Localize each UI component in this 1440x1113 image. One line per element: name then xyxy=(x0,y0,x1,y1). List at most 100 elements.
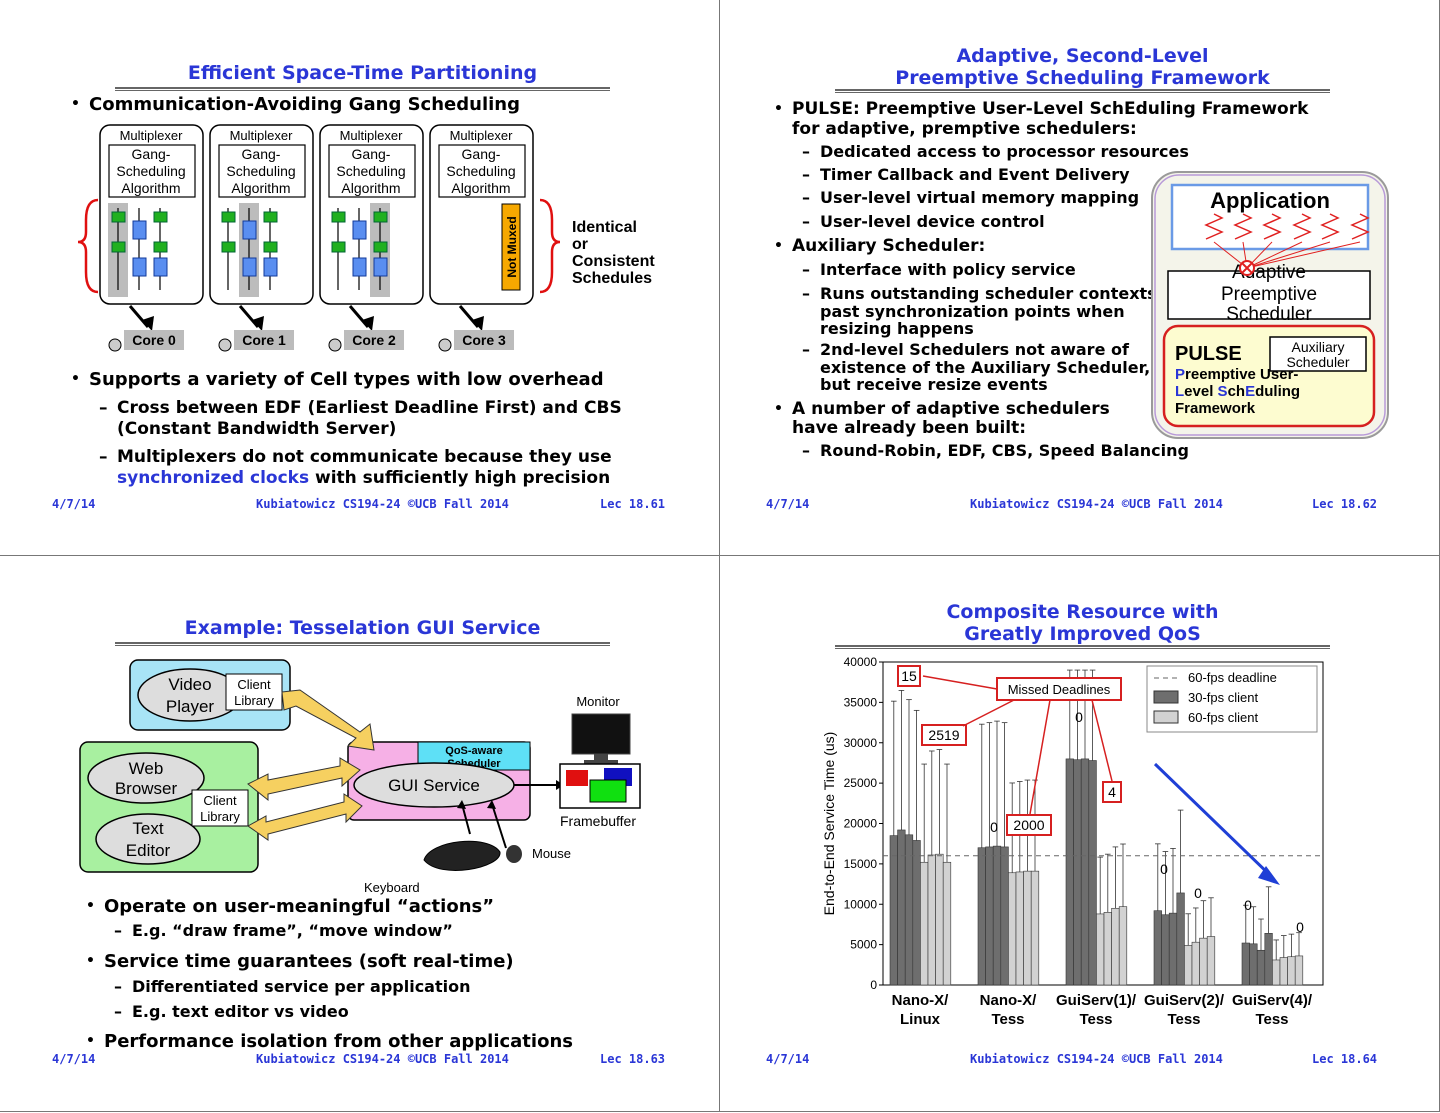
thread-squiggle xyxy=(1233,213,1253,240)
client-lib-label-2: Library xyxy=(234,693,274,708)
client-library-box xyxy=(225,673,283,711)
title-rule xyxy=(115,642,610,646)
window-red xyxy=(566,770,588,786)
window-green xyxy=(589,779,627,803)
bar-30fps xyxy=(1168,912,1178,986)
keyboard-line xyxy=(461,803,471,835)
footer-date: 4/7/14 xyxy=(766,1052,810,1066)
title-rule xyxy=(835,89,1330,93)
legend-label: 60-fps deadline xyxy=(1188,670,1277,685)
y-tick-label: 0 xyxy=(870,978,877,992)
schedule-label: Schedules xyxy=(572,270,652,287)
task-green xyxy=(373,241,388,253)
framebuffer-label: Framebuffer xyxy=(560,813,636,829)
sub-bullet-cont: resizing happens xyxy=(820,319,974,338)
x-category-label: GuiServ(1)/ xyxy=(1056,992,1137,1009)
bar-60fps xyxy=(927,854,936,986)
merge-x-icon-cross xyxy=(1241,262,1253,274)
annot-value: 0 xyxy=(990,819,998,835)
x-category-label: Tess xyxy=(991,1011,1024,1028)
task-green xyxy=(111,211,126,223)
core-label: Core 2 xyxy=(352,332,396,348)
annot-value: 2519 xyxy=(928,727,959,743)
title-rule xyxy=(835,645,1330,649)
core-box xyxy=(454,330,514,350)
bar-60fps xyxy=(1111,907,1120,986)
clock-icon xyxy=(218,338,232,352)
bar-30fps xyxy=(985,846,994,986)
slide-title: Example: Tesselation GUI Service xyxy=(184,617,541,639)
y-tick-label: 15000 xyxy=(844,857,878,871)
sub-bullet-cont: past synchronization points when xyxy=(820,302,1125,321)
sub-bullet: 2nd-level Schedulers not aware of xyxy=(802,341,1129,360)
footer-course: Kubiatowicz CS194-24 ©UCB Fall 2014 xyxy=(970,497,1223,511)
slide-title: Efficient Space-Time Partitioning xyxy=(187,62,538,84)
annot-value: 0 xyxy=(1160,861,1168,877)
sub-bullet: Cross between EDF (Earliest Deadline Fir… xyxy=(99,399,622,417)
bar-30fps xyxy=(1000,846,1009,986)
task-blue xyxy=(153,257,168,277)
thread-squiggle xyxy=(1262,213,1282,240)
task-green xyxy=(331,241,346,253)
bar-60fps xyxy=(1206,936,1216,986)
core-arrowhead xyxy=(252,316,264,331)
sub-bullet-cont: (Constant Bandwidth Server) xyxy=(117,419,397,439)
sub-bullet: Timer Callback and Event Delivery xyxy=(802,166,1130,185)
keyboard-arrowhead xyxy=(457,800,466,809)
bar-30fps xyxy=(1161,914,1170,986)
adaptive-label-3: Scheduler xyxy=(1226,304,1312,325)
core-label: Core 1 xyxy=(242,332,286,348)
monitor-base-icon xyxy=(584,760,618,764)
multiplexer-label: Multiplexer xyxy=(450,128,514,143)
annot-pointer xyxy=(1091,699,1113,782)
video-label-2: Player xyxy=(166,697,215,716)
clock-icon xyxy=(328,338,342,352)
bullet: Performance isolation from other applica… xyxy=(86,1031,573,1052)
bar-30fps xyxy=(1249,943,1258,986)
bar-60fps xyxy=(1294,955,1304,986)
bar-30fps xyxy=(1256,949,1266,986)
outer-frame-inner xyxy=(1154,174,1386,436)
footer-date: 4/7/14 xyxy=(766,497,810,511)
trend-arrowhead xyxy=(1258,866,1280,885)
thread-link xyxy=(1246,241,1331,269)
task-green xyxy=(111,241,126,253)
task-green xyxy=(263,241,278,253)
y-tick-label: 30000 xyxy=(844,736,878,750)
bar-60fps xyxy=(1096,913,1105,986)
pulse-desc-2: Level SchEduling xyxy=(1175,383,1300,400)
task-green xyxy=(331,211,346,223)
x-category-label: Nano-X/ xyxy=(980,992,1038,1009)
x-category-label: Nano-X/ xyxy=(892,992,950,1009)
slide-63: Example: Tesselation GUI Service Video P… xyxy=(0,556,720,1112)
sub-bullet: Multiplexers do not communicate because … xyxy=(99,448,612,466)
multiplexer-label: Multiplexer xyxy=(230,128,294,143)
gui-service-label: GUI Service xyxy=(388,776,480,795)
multiplexer-label: Multiplexer xyxy=(340,128,404,143)
annot-value: 0 xyxy=(1244,897,1252,913)
algorithm-label: Gang- xyxy=(132,146,171,162)
core-arrow xyxy=(128,305,150,328)
thread-link xyxy=(1246,241,1361,269)
keyboard-label: Keyboard xyxy=(364,880,420,895)
slide-64: Composite Resource with Greatly Improved… xyxy=(720,556,1440,1112)
bullet: A number of adaptive schedulers xyxy=(774,399,1110,420)
core-arrowhead xyxy=(362,316,374,331)
algorithm-label: Scheduling xyxy=(116,163,185,179)
bar-60fps xyxy=(1015,871,1024,986)
editor-gui-arrow xyxy=(247,793,363,841)
footer-course: Kubiatowicz CS194-24 ©UCB Fall 2014 xyxy=(970,1052,1223,1066)
sub-bullet: Differentiated service per application xyxy=(114,978,471,997)
mouse-icon xyxy=(506,845,522,863)
bar-60fps xyxy=(1008,872,1017,986)
trend-arrow xyxy=(1153,762,1274,879)
bar-60fps xyxy=(1030,870,1040,986)
footer-lec: Lec 18.62 xyxy=(1312,497,1378,511)
missed-deadlines-label: Missed Deadlines xyxy=(1008,682,1111,697)
mouse-label: Mouse xyxy=(532,846,571,861)
legend-label: 60-fps client xyxy=(1188,710,1258,725)
editor-label-2: Editor xyxy=(126,841,171,860)
not-muxed-bar xyxy=(501,203,521,291)
y-tick-label: 25000 xyxy=(844,776,878,790)
sub-bullet: Interface with policy service xyxy=(802,261,1076,280)
